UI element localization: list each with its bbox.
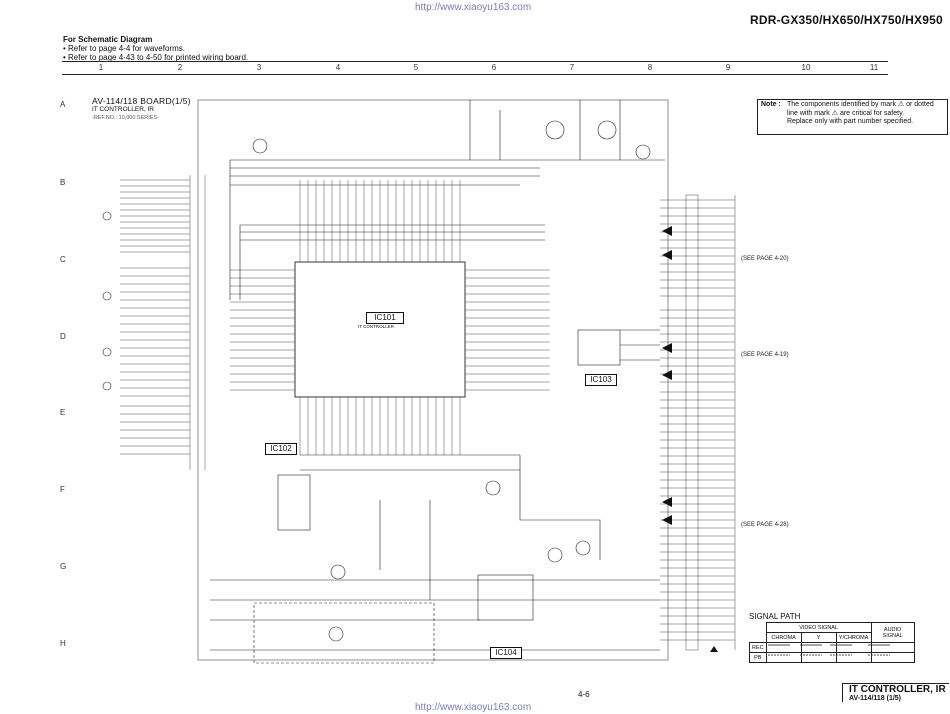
- row-c: C: [60, 255, 66, 264]
- col-5: 5: [413, 63, 419, 72]
- col-4: 4: [335, 63, 341, 72]
- footer-subtitle: AV-114/118 (1/5): [849, 695, 902, 702]
- col-y-chroma: Y/CHROMA: [835, 632, 872, 643]
- see-page-4-28: (SEE PAGE 4-28): [741, 522, 789, 528]
- note-line-2: line with mark ⚠ are critical for safety…: [787, 109, 905, 117]
- row-e: E: [60, 408, 66, 417]
- note-line-1: The components identified by mark ⚠ or d…: [787, 101, 934, 108]
- note-label: Note :: [761, 101, 781, 108]
- footer-title-block: IT CONTROLLER, IR AV-114/118 (1/5): [842, 683, 949, 702]
- signal-path-title: SIGNAL PATH: [749, 612, 801, 621]
- col-6: 6: [491, 63, 497, 72]
- video-signal-header: VIDEO SIGNAL: [765, 622, 872, 633]
- board-ref-no: -REF.NO.: 10,000 SERIES-: [92, 115, 159, 121]
- safety-note: Note : The components identified by mark…: [757, 99, 948, 135]
- see-page-4-20: (SEE PAGE 4-20): [741, 256, 789, 262]
- col-2: 2: [177, 63, 183, 72]
- see-page-4-19: (SEE PAGE 4-19): [741, 352, 789, 358]
- column-ruler: [62, 61, 888, 75]
- ic103-label: IC103: [585, 374, 617, 386]
- header-url: http://www.xiaoyu163.com: [415, 2, 532, 13]
- ic101-label: IC101: [366, 312, 404, 324]
- signal-path-table: VIDEO SIGNAL AUDIO SIGNAL CHROMA Y Y/CHR…: [749, 622, 915, 663]
- col-8: 8: [647, 63, 653, 72]
- row-a: A: [60, 100, 66, 109]
- col-y: Y: [800, 632, 837, 643]
- row-d: D: [60, 332, 66, 341]
- note-line-3: Replace only with part number specified.: [787, 118, 914, 125]
- note-waveforms: • Refer to page 4-4 for waveforms.: [63, 44, 185, 53]
- col-9: 9: [725, 63, 731, 72]
- ic101-name: IT CONTROLLER: [358, 324, 394, 329]
- note-pwb: • Refer to page 4-43 to 4-50 for printed…: [63, 53, 249, 62]
- board-title: AV-114/118 BOARD(1/5): [92, 96, 191, 106]
- row-pb: PB: [749, 652, 767, 663]
- col-3: 3: [256, 63, 262, 72]
- footer-url: http://www.xiaoyu163.com: [415, 702, 532, 713]
- col-1: 1: [98, 63, 104, 72]
- page-number: 4-6: [578, 690, 590, 699]
- ic104-label: IC104: [490, 647, 522, 659]
- schematic-notes: For Schematic Diagram • Refer to page 4-…: [63, 35, 248, 62]
- model-title: RDR-GX350/HX650/HX750/HX950: [750, 13, 943, 27]
- col-chroma: CHROMA: [765, 632, 802, 643]
- row-f: F: [60, 485, 65, 494]
- col-7: 7: [569, 63, 575, 72]
- col-10: 10: [801, 63, 811, 72]
- notes-title: For Schematic Diagram: [63, 35, 153, 44]
- ic102-label: IC102: [265, 443, 297, 455]
- row-g: G: [60, 562, 67, 571]
- footer-title: IT CONTROLLER, IR: [849, 684, 946, 695]
- board-subtitle: IT CONTROLLER, IR: [92, 106, 155, 113]
- row-b: B: [60, 178, 66, 187]
- audio-signal-header: AUDIO SIGNAL: [870, 622, 915, 643]
- row-h: H: [60, 639, 66, 648]
- col-11: 11: [869, 63, 879, 72]
- row-rec: REC: [749, 642, 767, 653]
